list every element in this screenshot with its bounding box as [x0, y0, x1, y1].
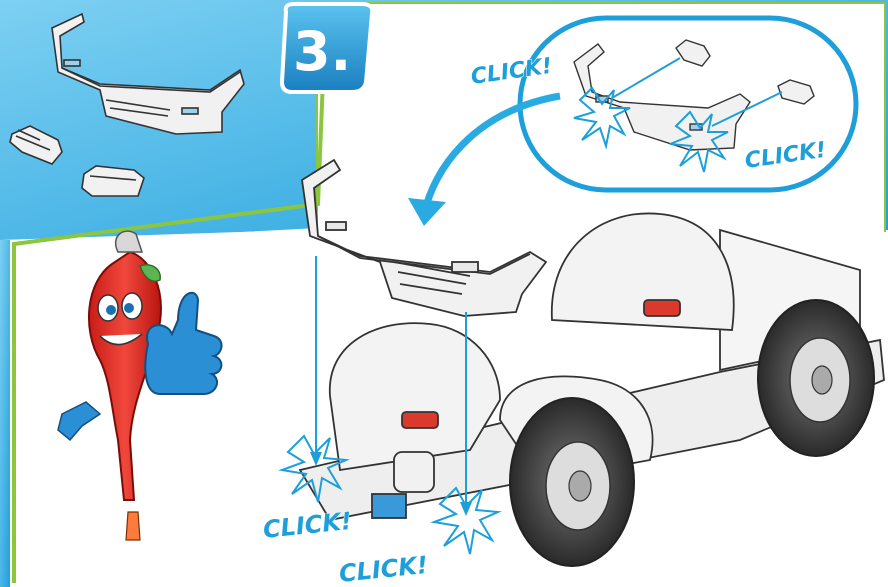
- front-light-red: [402, 412, 438, 428]
- wheel-front: [510, 398, 634, 566]
- step-badge: 3.: [282, 4, 372, 92]
- tow-block: [394, 452, 434, 492]
- blue-connector: [372, 494, 406, 518]
- step-number: 3.: [293, 20, 351, 83]
- wheel-rear: [758, 300, 874, 456]
- bumper-clip-right: [82, 166, 144, 196]
- rear-light-red: [644, 300, 680, 316]
